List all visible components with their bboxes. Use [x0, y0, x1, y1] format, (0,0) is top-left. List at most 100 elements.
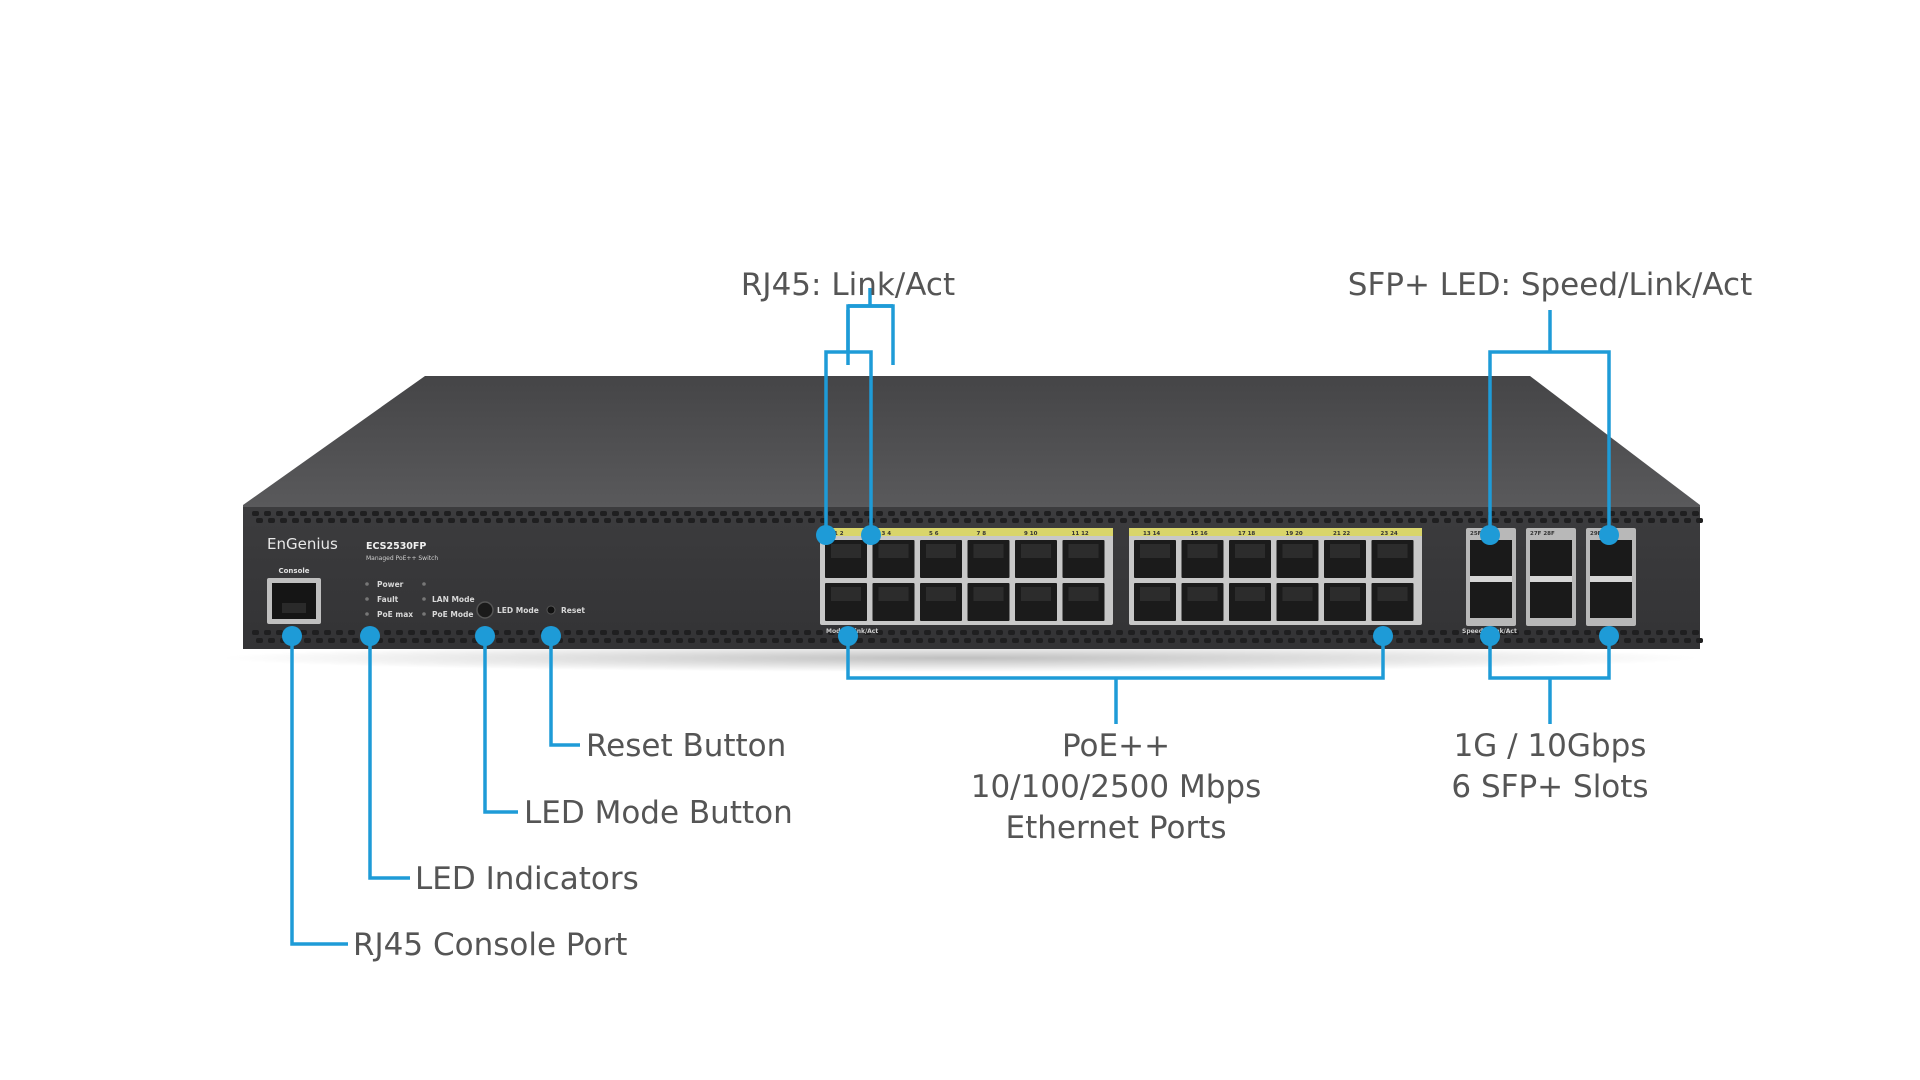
- vent-hole: [600, 511, 607, 516]
- led-mode-button[interactable]: [476, 601, 494, 619]
- vent-hole: [1344, 511, 1351, 516]
- vent-hole: [1084, 518, 1091, 523]
- vent-hole: [640, 638, 647, 643]
- vent-hole: [420, 630, 427, 635]
- rj45-port-number: 3 4: [882, 531, 892, 537]
- vent-hole: [816, 630, 823, 635]
- vent-hole: [712, 638, 719, 643]
- rj45-port-latch: [1235, 587, 1265, 601]
- vent-hole: [1404, 630, 1411, 635]
- vent-hole: [1636, 518, 1643, 523]
- vent-hole: [796, 518, 803, 523]
- vent-hole: [1588, 518, 1595, 523]
- vent-hole: [1408, 638, 1415, 643]
- vent-hole: [952, 638, 959, 643]
- sfp-led-strip: [1470, 576, 1512, 582]
- vent-hole: [1404, 511, 1411, 516]
- callout-sfp-line1: 1G / 10Gbps: [1454, 728, 1647, 764]
- vent-hole: [1456, 518, 1463, 523]
- vent-hole: [580, 638, 587, 643]
- console-port[interactable]: [267, 578, 321, 624]
- rj45-port-number: 1 2: [834, 531, 844, 537]
- vent-hole: [696, 511, 703, 516]
- vent-hole: [292, 518, 299, 523]
- dot-led-indicators: [360, 626, 380, 646]
- vent-hole: [1144, 518, 1151, 523]
- vent-hole: [508, 638, 515, 643]
- vent-hole: [768, 630, 775, 635]
- vent-hole: [900, 630, 907, 635]
- rj45-port-latch: [1282, 587, 1313, 601]
- vent-hole: [1000, 518, 1007, 523]
- vent-hole: [1656, 511, 1663, 516]
- callout-dots: [282, 525, 1619, 646]
- vent-hole: [1696, 518, 1703, 523]
- vent-hole: [328, 638, 335, 643]
- vent-hole: [1428, 511, 1435, 516]
- vent-hole: [1156, 518, 1163, 523]
- vent-hole: [772, 638, 779, 643]
- vent-hole: [940, 638, 947, 643]
- sfp-slot[interactable]: [1590, 540, 1632, 576]
- vent-hole: [688, 638, 695, 643]
- vent-hole: [1420, 638, 1427, 643]
- vent-hole: [324, 630, 331, 635]
- vent-hole: [276, 630, 283, 635]
- vent-hole: [504, 511, 511, 516]
- rj45-port-latch: [973, 544, 1004, 558]
- vent-hole: [1144, 638, 1151, 643]
- led-power: [365, 582, 369, 586]
- vent-hole: [1164, 630, 1171, 635]
- vent-hole: [612, 630, 619, 635]
- vent-hole: [1024, 638, 1031, 643]
- sfp-slot[interactable]: [1470, 582, 1512, 618]
- vent-hole: [528, 511, 535, 516]
- vent-hole: [1332, 511, 1339, 516]
- vent-hole: [736, 518, 743, 523]
- rj45-port-number: 21 22: [1333, 531, 1350, 537]
- vent-hole: [456, 630, 463, 635]
- vent-hole: [1668, 630, 1675, 635]
- reset-button[interactable]: [546, 605, 556, 615]
- sfp-slot[interactable]: [1530, 582, 1572, 618]
- vent-hole: [408, 511, 415, 516]
- vent-hole: [1068, 511, 1075, 516]
- sfp-slot[interactable]: [1530, 540, 1572, 576]
- sfp-slot[interactable]: [1590, 582, 1632, 618]
- vent-hole: [1548, 511, 1555, 516]
- vent-hole: [1192, 518, 1199, 523]
- vent-hole: [268, 518, 275, 523]
- device-shadow: [220, 644, 1700, 672]
- sfp-slot[interactable]: [1470, 540, 1512, 576]
- vent-hole: [792, 630, 799, 635]
- vent-hole: [516, 511, 523, 516]
- vent-hole: [1096, 518, 1103, 523]
- vent-hole: [1624, 518, 1631, 523]
- vent-hole: [436, 518, 443, 523]
- vent-hole: [936, 630, 943, 635]
- vent-hole: [1536, 630, 1543, 635]
- vent-hole: [1180, 638, 1187, 643]
- led-lan-mode: [422, 597, 426, 601]
- vent-hole: [724, 638, 731, 643]
- vent-hole: [1252, 638, 1259, 643]
- vent-hole: [760, 638, 767, 643]
- vent-hole: [460, 518, 467, 523]
- vent-hole: [768, 511, 775, 516]
- vent-hole: [772, 518, 779, 523]
- vent-hole: [312, 511, 319, 516]
- vent-hole: [1564, 638, 1571, 643]
- vent-hole: [256, 518, 263, 523]
- vent-hole: [900, 511, 907, 516]
- vent-hole: [604, 638, 611, 643]
- vent-hole: [748, 638, 755, 643]
- vent-hole: [444, 630, 451, 635]
- vent-hole: [1644, 630, 1651, 635]
- vent-hole: [592, 518, 599, 523]
- vent-hole: [652, 638, 659, 643]
- vent-hole: [1204, 518, 1211, 523]
- vent-hole: [1152, 630, 1159, 635]
- vent-hole: [796, 638, 803, 643]
- vent-hole: [1672, 638, 1679, 643]
